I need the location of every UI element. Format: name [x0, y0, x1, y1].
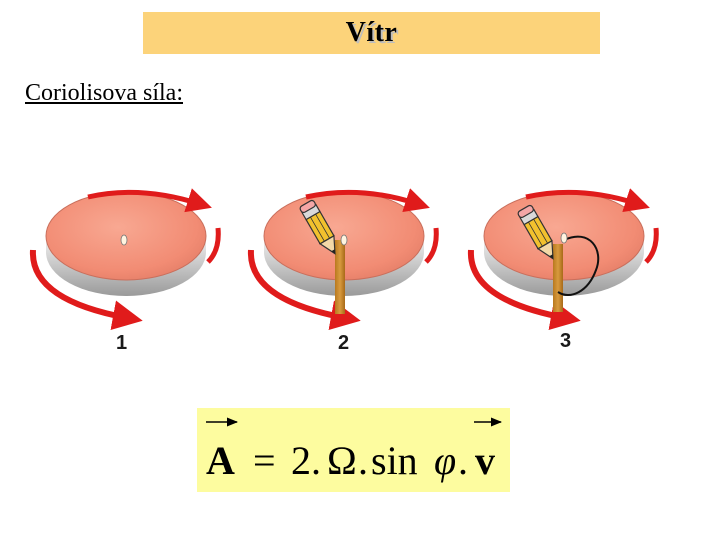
rotation-arrow-top — [305, 188, 430, 212]
rotation-arrow-bottom — [29, 249, 143, 331]
coriolis-formula: A = 2. Ω . sin φ . v — [206, 417, 503, 483]
formula-box: A = 2. Ω . sin φ . v — [197, 408, 510, 492]
step-number-1: 1 — [116, 332, 127, 354]
formula-omega: Ω — [327, 438, 357, 483]
step-number-3: 3 — [560, 330, 571, 352]
curved-trace — [557, 235, 600, 297]
formula-rhs-vector: v — [475, 438, 495, 483]
rotation-arrow-top — [87, 188, 212, 213]
formula-dot-2: . — [458, 438, 468, 483]
center-mark — [120, 234, 128, 246]
rotation-arrow-top — [525, 188, 650, 212]
disc-step-2 — [247, 188, 439, 331]
disc-step-1 — [29, 188, 221, 331]
formula-phi: φ — [434, 438, 456, 483]
center-mark — [340, 234, 348, 246]
formula-coefficient: 2. — [291, 438, 321, 483]
disc-step-3 — [467, 188, 659, 331]
rotation-arrow-right — [424, 227, 439, 264]
pencil-icon — [517, 204, 554, 260]
formula-dot-1: . — [358, 438, 368, 483]
rotation-arrow-right — [644, 227, 659, 264]
step-number-2: 2 — [338, 332, 349, 354]
pencil-icon — [299, 199, 336, 255]
slide-title-bar: Vítr — [143, 12, 600, 54]
formula-sin: sin — [371, 438, 418, 483]
rotation-arrow-bottom — [467, 249, 581, 331]
formula-equals: = — [253, 438, 276, 483]
slide-title: Vítr — [345, 17, 398, 48]
rotation-arrow-bottom — [247, 249, 361, 331]
center-mark — [560, 232, 568, 244]
coriolis-illustration: 1 2 3 — [29, 188, 659, 354]
ruler-icon — [335, 240, 345, 314]
formula-lhs-vector: A — [206, 438, 235, 483]
slide-subtitle: Coriolisova síla: — [25, 80, 183, 106]
rotation-arrow-right — [206, 227, 221, 264]
ruler-icon — [553, 244, 563, 312]
